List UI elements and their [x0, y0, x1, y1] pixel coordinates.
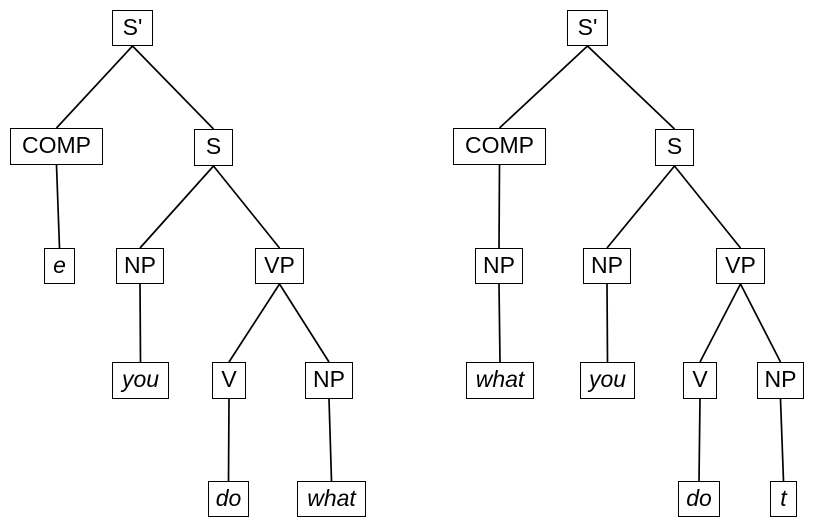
- tree-node-l-vp: VP: [255, 248, 304, 284]
- tree-node-l-what: what: [297, 481, 366, 517]
- tree-node-label: COMP: [22, 132, 91, 158]
- tree-node-label: what: [307, 484, 356, 511]
- tree-edge-r-sbar-to-r-comp: [498, 45, 589, 129]
- tree-edge-l-np1-to-l-you: [139, 283, 142, 363]
- tree-node-label: COMP: [465, 132, 534, 158]
- tree-edge-r-comp-to-r-np0: [498, 164, 501, 249]
- tree-edge-r-np0-to-r-what: [498, 283, 501, 363]
- tree-node-l-sbar: S': [112, 10, 153, 46]
- tree-edge-r-sbar-to-r-s: [586, 45, 676, 130]
- tree-node-l-np1: NP: [116, 248, 164, 284]
- tree-edge-l-s-to-l-vp: [212, 165, 281, 249]
- tree-node-label: S: [666, 133, 683, 159]
- tree-edge-l-comp-to-l-e: [55, 164, 61, 249]
- tree-node-label: do: [686, 484, 712, 511]
- tree-node-label: you: [588, 366, 627, 392]
- tree-node-label: NP: [483, 251, 515, 278]
- tree-node-r-what: what: [466, 362, 534, 399]
- tree-edge-l-np2-to-l-what: [328, 398, 333, 482]
- tree-node-label: you: [121, 366, 160, 392]
- tree-node-label: NP: [764, 366, 797, 392]
- tree-edge-r-np2-to-r-t: [779, 398, 785, 482]
- tree-edge-l-vp-to-l-v: [228, 283, 281, 363]
- tree-edge-r-vp-to-r-np2: [739, 283, 782, 363]
- tree-node-l-e: e: [44, 248, 75, 284]
- tree-node-label: V: [221, 366, 237, 392]
- tree-edge-l-v-to-l-do: [227, 398, 230, 482]
- tree-node-r-vp: VP: [716, 248, 765, 284]
- tree-node-label: VP: [264, 251, 295, 278]
- tree-node-label: t: [780, 484, 787, 511]
- tree-node-label: e: [53, 251, 66, 278]
- tree-node-r-t: t: [770, 481, 797, 517]
- tree-edge-l-sbar-to-l-s: [131, 45, 215, 130]
- tree-node-label: S': [577, 13, 598, 40]
- tree-node-r-s: S: [655, 129, 694, 166]
- tree-node-label: S': [122, 13, 143, 40]
- tree-node-r-comp: COMP: [453, 128, 546, 165]
- tree-node-r-sbar: S': [567, 10, 608, 46]
- tree-node-l-v: V: [212, 362, 246, 399]
- tree-node-label: VP: [725, 251, 756, 278]
- tree-node-l-s: S: [194, 129, 233, 166]
- tree-edge-r-s-to-r-np1: [606, 165, 676, 249]
- tree-node-label: what: [475, 366, 525, 392]
- tree-node-label: V: [692, 366, 708, 392]
- tree-node-r-np2: NP: [757, 362, 804, 399]
- tree-node-r-np1: NP: [583, 248, 631, 284]
- tree-edge-l-s-to-l-np1: [139, 165, 215, 249]
- tree-node-l-np2: NP: [305, 362, 353, 399]
- tree-edge-r-s-to-r-vp: [673, 165, 742, 249]
- tree-node-r-you: you: [580, 362, 635, 399]
- tree-edge-r-v-to-r-do: [698, 398, 701, 482]
- tree-node-l-comp: COMP: [10, 128, 103, 165]
- tree-edge-r-np1-to-r-you: [606, 283, 609, 363]
- tree-node-l-you: you: [112, 362, 169, 399]
- tree-node-r-do: do: [678, 481, 720, 517]
- tree-edge-l-vp-to-l-np2: [278, 283, 330, 363]
- tree-node-label: do: [215, 484, 242, 511]
- tree-node-r-v: V: [683, 362, 717, 399]
- tree-node-label: S: [205, 133, 222, 159]
- tree-node-label: NP: [591, 251, 623, 278]
- tree-edge-r-vp-to-r-v: [699, 283, 742, 363]
- tree-node-r-np0: NP: [475, 248, 523, 284]
- tree-node-l-do: do: [208, 481, 249, 517]
- tree-node-label: NP: [313, 366, 345, 392]
- tree-edge-l-sbar-to-l-comp: [55, 45, 134, 129]
- tree-node-label: NP: [124, 251, 156, 278]
